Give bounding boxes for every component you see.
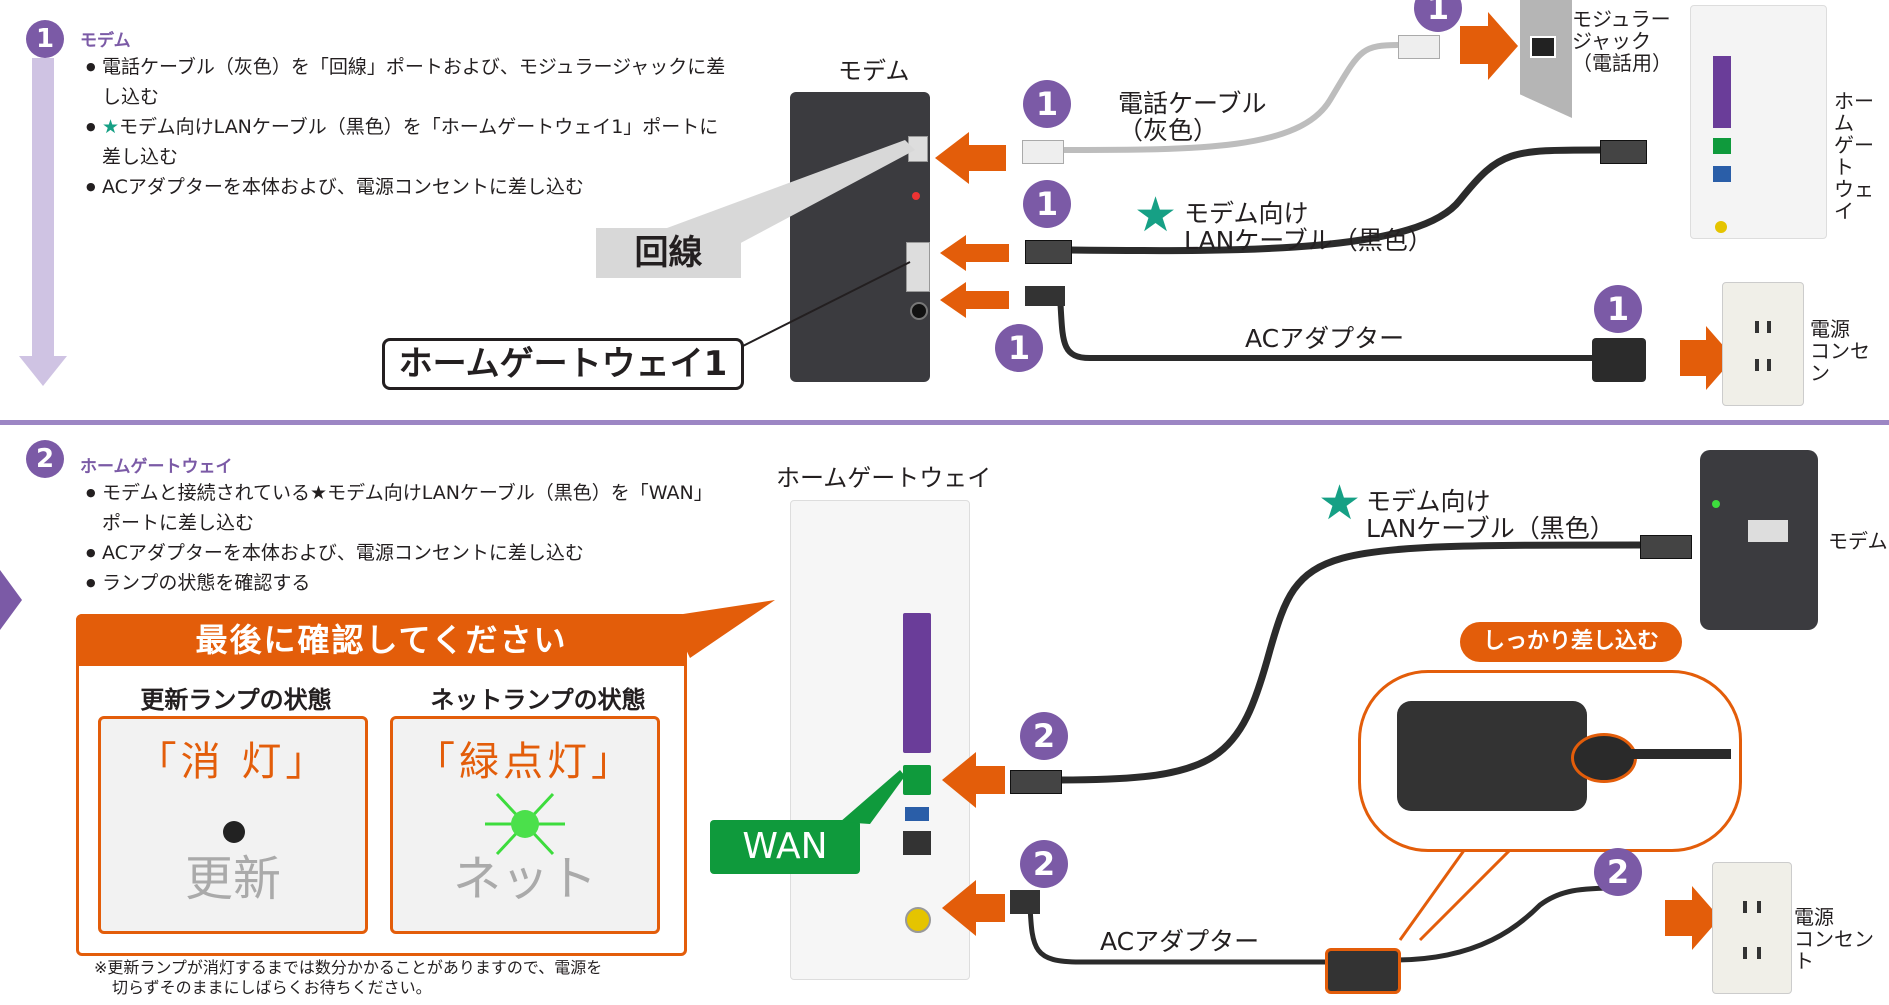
- step-badge: 1: [1414, 0, 1462, 32]
- lan-cable-label: ★ モデム向け LANケーブル（黒色）: [1134, 187, 1433, 255]
- adapter-body-zoom: [1397, 701, 1587, 811]
- section-divider: [0, 420, 1889, 425]
- insert-arrow-icon: [942, 752, 976, 808]
- wan-label: WAN: [710, 820, 860, 874]
- connector-zoom: [1571, 733, 1637, 783]
- jack-arrow-shaft: [1460, 26, 1490, 64]
- update-lamp-panel: 「消 灯」 更新: [98, 716, 368, 934]
- lan-cable-label: ★ モデム向け LANケーブル（黒色）: [1318, 475, 1615, 543]
- dc-plug: [1025, 286, 1065, 306]
- step-2-badge: 2: [26, 440, 64, 478]
- net-lamp-title: ネットランプの状態: [430, 686, 646, 714]
- section-1-instructions: 電話ケーブル（灰色）を「回線」ポートおよび、モジュラージャックに差し込む ★モデ…: [86, 52, 732, 202]
- power-jack: [905, 907, 931, 933]
- section-1-title: モデム: [80, 31, 131, 51]
- modem-device: [790, 92, 930, 382]
- update-lamp-title: 更新ランプの状態: [140, 686, 332, 714]
- insert-arrow-shaft: [975, 766, 1005, 794]
- wan-port: [903, 765, 931, 795]
- section-1-cables: [1057, 42, 1601, 361]
- ac-adapter-body: [1592, 338, 1646, 382]
- net-lamp-state: 「緑点灯」: [415, 739, 635, 785]
- insert-arrow-shaft: [975, 894, 1005, 922]
- phone-cable-label: 電話ケーブル（灰色）: [1118, 89, 1267, 145]
- ac-adapter-label: ACアダプター: [1100, 927, 1260, 956]
- instruction-item: ランプの状態を確認する: [86, 568, 712, 598]
- net-lamp-name: ネット: [452, 851, 597, 907]
- insert-arrow-icon: [942, 880, 976, 936]
- insert-arrow-icon: [1488, 12, 1518, 80]
- step-1-badge: 1: [26, 20, 64, 58]
- insert-arrow-icon: [940, 282, 966, 318]
- dc-plug: [1010, 890, 1040, 914]
- modem-label: モデム: [1828, 529, 1888, 553]
- outlet-arrow-shaft: [1665, 900, 1695, 936]
- modular-jack-label: モジュラージャック（電話用）: [1572, 7, 1672, 75]
- update-lamp-state: 「消 灯」: [136, 739, 330, 785]
- flow-arrow-head: [19, 356, 67, 386]
- lan-plug: [1010, 770, 1062, 794]
- insert-arrow-shaft: [965, 244, 1009, 262]
- lamp-off-icon: [223, 821, 245, 843]
- lan-ports: [903, 613, 931, 753]
- confirm-box-header: 最後に確認してください: [76, 614, 687, 666]
- homegw-port: [906, 242, 930, 292]
- flow-arrow-shaft: [32, 58, 54, 358]
- phone-plug: [1022, 140, 1064, 164]
- step-badge: 1: [1594, 285, 1642, 333]
- step-badge: 1: [995, 324, 1043, 372]
- homegw-label: ホームゲートウェイ: [776, 464, 992, 492]
- instruction-item: モデムと接続されている★モデム向けLANケーブル（黒色）を「WAN」ポートに差し…: [86, 478, 712, 538]
- modem-label: モデム: [838, 57, 910, 85]
- instruction-item: ★モデム向けLANケーブル（黒色）を「ホームゲートウェイ1」ポートに差し込む: [86, 112, 732, 172]
- step-badge: 1: [1023, 180, 1071, 228]
- power-outlet: [1712, 862, 1792, 994]
- outlet-label: 電源コンセン: [1810, 317, 1870, 385]
- flow-arrow-head: [0, 570, 22, 630]
- instruction-item: ACアダプターを本体および、電源コンセントに差し込む: [86, 538, 712, 568]
- insert-firmly-badge: しっかり差し込む: [1460, 622, 1682, 662]
- outlet-arrow-shaft: [1680, 340, 1710, 376]
- modem-device: [1700, 450, 1818, 630]
- homegw-port-label: ホームゲートウェイ1: [382, 338, 744, 390]
- insert-arrow-icon: [935, 132, 969, 184]
- phone-plug: [1398, 35, 1440, 59]
- lan-plug: [1025, 240, 1072, 264]
- homegw-label: ホームゲートウェイ: [1834, 89, 1874, 223]
- lamp-green-icon: [485, 792, 565, 856]
- power-outlet: [1722, 282, 1804, 406]
- step-badge: 2: [1020, 840, 1068, 888]
- adapter-small: [1325, 948, 1401, 994]
- net-lamp-panel: 「緑点灯」 ネット: [390, 716, 660, 934]
- instruction-item: 電話ケーブル（灰色）を「回線」ポートおよび、モジュラージャックに差し込む: [86, 52, 732, 112]
- section-2-title: ホームゲートウェイ: [80, 457, 233, 477]
- homegw-device: [1690, 5, 1827, 239]
- ac-adapter-label: ACアダプター: [1245, 324, 1405, 353]
- power-port: [910, 302, 928, 320]
- adapter-zoom-inset: [1358, 670, 1742, 852]
- step-badge: 1: [1023, 80, 1071, 128]
- homegw-device: [790, 500, 970, 980]
- outlet-label: 電源コンセント: [1794, 905, 1874, 973]
- insert-arrow-shaft: [968, 145, 1006, 171]
- section-2-instructions: モデムと接続されている★モデム向けLANケーブル（黒色）を「WAN」ポートに差し…: [86, 478, 712, 598]
- phone-port: [903, 831, 931, 855]
- usb-port: [905, 807, 929, 821]
- star-icon: ★: [1318, 475, 1362, 531]
- lan-plug: [1600, 140, 1647, 164]
- insert-arrow-icon: [940, 235, 966, 271]
- footnote: ※更新ランプが消灯するまでは数分かかることがありますので、電源を 切らずそのまま…: [94, 958, 603, 997]
- step-badge: 2: [1020, 712, 1068, 760]
- lan-plug: [1640, 535, 1692, 559]
- step-badge: 2: [1594, 848, 1642, 896]
- cord-zoom: [1631, 749, 1731, 759]
- instruction-item: ACアダプターを本体および、電源コンセントに差し込む: [86, 172, 732, 202]
- star-icon: ★: [102, 116, 120, 138]
- reset-button: [912, 192, 920, 200]
- insert-arrow-shaft: [965, 291, 1009, 309]
- line-port-label: 回線: [596, 228, 741, 278]
- update-lamp-name: 更新: [184, 851, 281, 907]
